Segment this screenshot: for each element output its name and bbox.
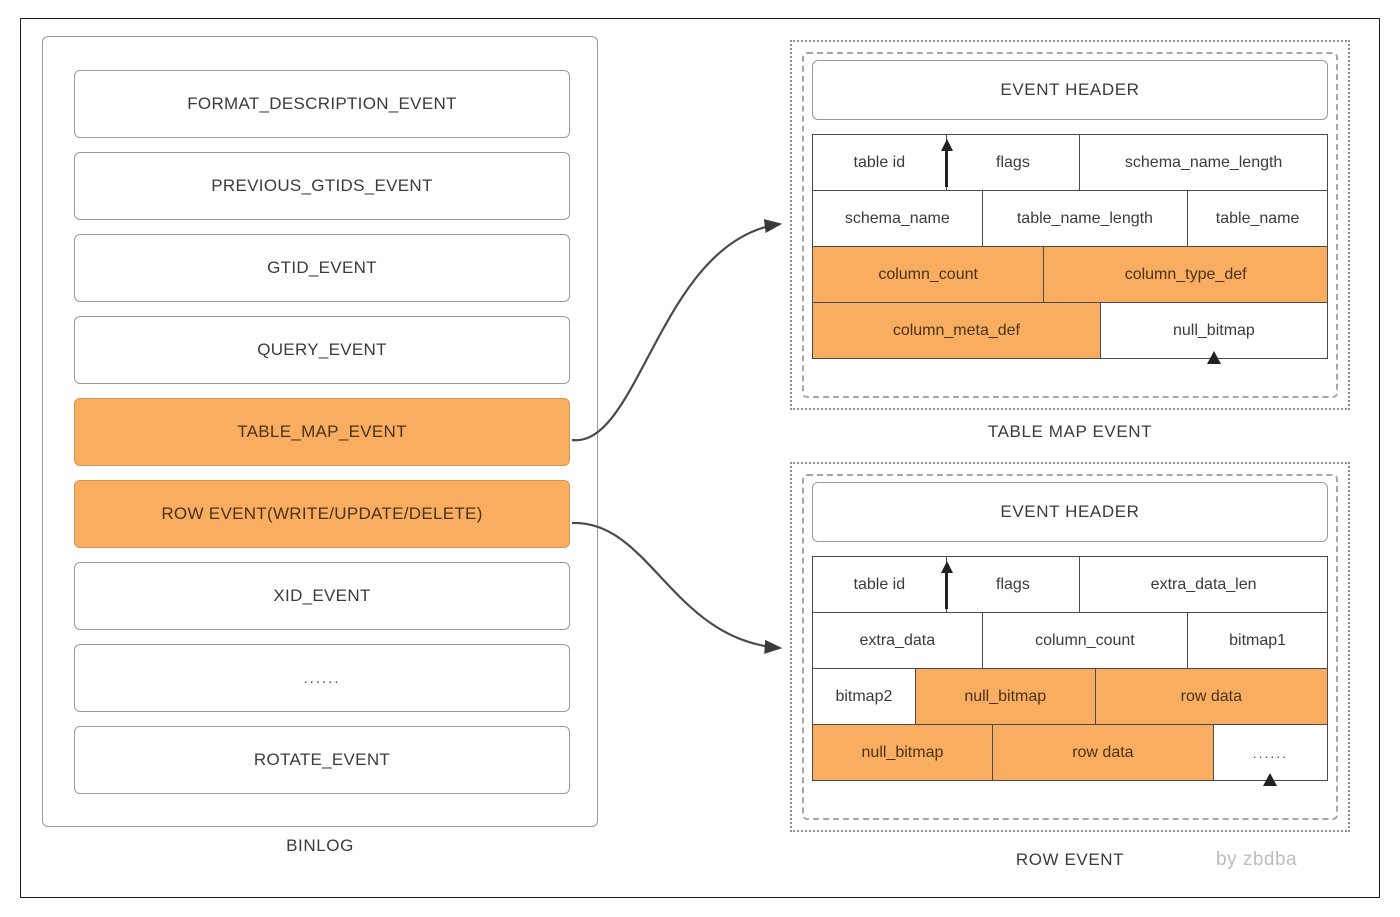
table_map_event-grid-row: column_count column_type_def (813, 247, 1327, 303)
row_event-grid-row: table id flags extra_data_len (813, 557, 1327, 613)
row_event-grid-row: null_bitmap row data...... (813, 725, 1327, 786)
row_event-cell-label: null_bitmap (964, 687, 1047, 705)
binlog-event-label: ROTATE_EVENT (253, 750, 391, 769)
row_event-grid-row: bitmap2 null_bitmap row data (813, 669, 1327, 725)
table-map-event-caption: TABLE MAP EVENT (987, 422, 1153, 441)
row_event-cell-flags: flags (940, 557, 1081, 612)
table_map_event-grid-row: table id flags schema_name_length (813, 135, 1327, 191)
table_map_event-cell-table-name-length: table_name_length (982, 191, 1189, 246)
row-event-field-grid: table id flags extra_data_len extra_data col… (812, 556, 1328, 786)
table_map_event-cell-label: null_bitmap (1172, 321, 1255, 339)
binlog-event-label: GTID_EVENT (267, 258, 377, 277)
table_map_event-grid-row: column_meta_def null_bitmap (813, 303, 1327, 364)
row_event-cell-label: bitmap2 (835, 687, 893, 705)
byline-credit: by zbdba (1216, 849, 1298, 870)
row-event-inner-border (802, 474, 1338, 820)
table_map_event-cell-schema-name-length: schema_name_length (1080, 135, 1327, 190)
binlog-event-format-description-event[interactable]: FORMAT_DESCRIPTION_EVENT (74, 70, 570, 138)
up-arrow-stem (945, 149, 949, 187)
table_map_event-cell-column-meta-def: column_meta_def (813, 303, 1101, 358)
row_event-cell-label: extra_data (859, 631, 936, 649)
binlog-event-table-map-event[interactable]: TABLE_MAP_EVENT (74, 398, 570, 466)
table_map_event-cell-label: column_meta_def (892, 321, 1020, 339)
table-map-event-header: EVENT HEADER (812, 60, 1328, 120)
row_event-cell-label: column_count (1035, 631, 1135, 649)
row_event-cell-extra-data: extra_data (813, 613, 983, 668)
binlog-event-gtid-event[interactable]: GTID_EVENT (74, 234, 570, 302)
table_map_event-cell-column-count: column_count (813, 247, 1045, 302)
table_map_event-cell-label: schema_name_length (1124, 153, 1283, 171)
row_event-cell-ellipsis: ...... (1213, 725, 1327, 786)
row_event-cell-label: flags (996, 575, 1030, 593)
binlog-event-label: PREVIOUS_GTIDS_EVENT (211, 176, 433, 195)
table-map-event-field-grid: table id flags schema_name_length schema_na… (812, 134, 1328, 364)
table_map_event-cell-label: flags (996, 153, 1030, 171)
table_map_event-cell-label: table id (853, 153, 906, 171)
table_map_event-cell-schema-name: schema_name (813, 191, 983, 246)
row_event-cell-bitmap2: bitmap2 (813, 669, 916, 724)
row_event-cell-label: ...... (1252, 744, 1289, 761)
binlog-caption: BINLOG (286, 836, 354, 855)
up-arrow-icon (1206, 351, 1221, 364)
row_event-cell-row-data: row data (992, 725, 1214, 780)
row_event-cell-extra-data-len: extra_data_len (1080, 557, 1327, 612)
binlog-event-label: FORMAT_DESCRIPTION_EVENT (187, 94, 457, 113)
row_event-cell-table-id: table id (813, 557, 947, 612)
binlog-container: FORMAT_DESCRIPTION_EVENT PREVIOUS_GTIDS_E… (42, 36, 598, 827)
binlog-event-label: QUERY_EVENT (257, 340, 387, 359)
table-map-event-panel: EVENT HEADER table id flags schema_name_le… (790, 40, 1350, 410)
binlog-event-rotate-event[interactable]: ROTATE_EVENT (74, 726, 570, 794)
row_event-cell-column-count: column_count (982, 613, 1189, 668)
row_event-cell-label: row data (1180, 687, 1243, 705)
binlog-event-list: FORMAT_DESCRIPTION_EVENT PREVIOUS_GTIDS_E… (74, 70, 570, 794)
row_event-cell-null-bitmap: null_bitmap (915, 669, 1096, 724)
binlog-event-label: TABLE_MAP_EVENT (237, 422, 407, 441)
binlog-event-label: ...... (303, 669, 341, 687)
row_event-cell-null-bitmap: null_bitmap (813, 725, 993, 780)
row_event-cell-label: table id (853, 575, 906, 593)
row_event-cell-label: null_bitmap (861, 743, 944, 761)
binlog-event-row-event-write-update-delete[interactable]: ROW EVENT(WRITE/UPDATE/DELETE) (74, 480, 570, 548)
row-event-header: EVENT HEADER (812, 482, 1328, 542)
row_event-cell-label: bitmap1 (1229, 631, 1287, 649)
binlog-event-label: XID_EVENT (273, 586, 371, 605)
table_map_event-cell-null-bitmap: null_bitmap (1100, 303, 1327, 364)
row_event-cell-label: extra_data_len (1150, 575, 1257, 593)
binlog-event-label: ROW EVENT(WRITE/UPDATE/DELETE) (161, 504, 483, 523)
table-map-event-inner-border (802, 52, 1338, 398)
binlog-event-query-event[interactable]: QUERY_EVENT (74, 316, 570, 384)
binlog-event-previous-gtids-event[interactable]: PREVIOUS_GTIDS_EVENT (74, 152, 570, 220)
row-event-panel: EVENT HEADER table id flags extra_data_len… (790, 462, 1350, 832)
up-arrow-stem (945, 571, 949, 609)
table_map_event-cell-label: column_type_def (1124, 265, 1247, 283)
row-event-caption: ROW EVENT (1015, 850, 1125, 869)
up-arrow-icon (940, 561, 953, 573)
row_event-cell-row-data: row data (1095, 669, 1327, 724)
table_map_event-cell-label: table_name_length (1016, 209, 1153, 227)
up-arrow-icon (940, 139, 953, 151)
table_map_event-cell-label: column_count (878, 265, 978, 283)
table_map_event-cell-table-name: table_name (1188, 191, 1327, 246)
row_event-grid-row: extra_data column_count bitmap1 (813, 613, 1327, 669)
row_event-cell-bitmap1: bitmap1 (1188, 613, 1327, 668)
table_map_event-cell-table-id: table id (813, 135, 947, 190)
binlog-event-ellipsis[interactable]: ...... (74, 644, 570, 712)
table_map_event-cell-label: schema_name (844, 209, 950, 227)
binlog-event-xid-event[interactable]: XID_EVENT (74, 562, 570, 630)
table_map_event-cell-column-type-def: column_type_def (1044, 247, 1327, 302)
table_map_event-cell-label: table_name (1215, 209, 1300, 227)
table_map_event-cell-flags: flags (940, 135, 1081, 190)
row_event-cell-label: row data (1072, 743, 1134, 761)
table_map_event-grid-row: schema_name table_name_length table_name (813, 191, 1327, 247)
up-arrow-icon (1263, 773, 1278, 786)
